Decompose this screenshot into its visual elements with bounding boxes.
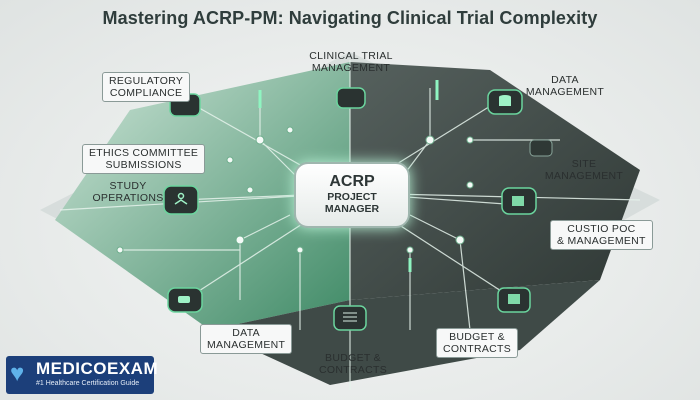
- label-line: STUDY: [109, 180, 147, 192]
- label-line: OPERATIONS: [92, 192, 164, 204]
- label-data-management-bottom: DATA MANAGEMENT: [200, 324, 293, 354]
- green-panel: [55, 62, 350, 330]
- node-custio-poc: [501, 187, 537, 215]
- label-line: MANAGEMENT: [525, 86, 605, 98]
- label-line: ETHICS COMMITTEE: [89, 147, 199, 159]
- label-site-management: SITE MANAGEMENT: [540, 158, 628, 182]
- label-study-operations: STUDY OPERATIONS: [92, 180, 164, 204]
- label-line: SITE: [571, 158, 597, 170]
- heart-icon: ♥: [10, 360, 25, 387]
- center-line2: PROJECT: [327, 191, 377, 203]
- label-custio-poc: CUSTIO POC & MANAGEMENT: [550, 220, 653, 250]
- chip-icon: [508, 294, 520, 304]
- label-line: REGULATORY: [109, 75, 184, 87]
- user-icon: [174, 192, 188, 205]
- label-line: DATA: [232, 327, 260, 339]
- node-clinical-trial: [336, 87, 366, 109]
- cube-icon: [512, 196, 524, 206]
- node-site: [529, 139, 553, 157]
- label-regulatory-compliance: REGULATORY COMPLIANCE: [102, 72, 191, 102]
- logo-brand: MEDICOEXAM: [36, 359, 159, 378]
- label-data-management-top: DATA MANAGEMENT: [520, 74, 610, 98]
- label-line: MANAGEMENT: [311, 62, 391, 74]
- label-line: & MANAGEMENT: [557, 235, 646, 247]
- database-icon: [499, 95, 511, 106]
- document-icon: [343, 312, 357, 322]
- label-line: BUDGET &: [449, 331, 505, 343]
- label-line: MANAGEMENT: [207, 339, 286, 351]
- label-line: COMPLIANCE: [109, 87, 183, 99]
- glow-pillars: [258, 80, 439, 272]
- connector-dots: [116, 126, 474, 254]
- label-line: CUSTIO POC: [567, 223, 636, 235]
- node-data-top: [487, 89, 523, 115]
- label-ethics-committee: ETHICS COMMITTEE SUBMISSIONS: [82, 144, 206, 174]
- center-line3: MANAGER: [324, 203, 380, 215]
- label-budget-contracts-bottom: BUDGET & CONTRACTS: [318, 352, 388, 376]
- node-budget-bottom: [333, 305, 367, 331]
- label-line: BUDGET &: [325, 352, 381, 364]
- label-budget-contracts-right: BUDGET & CONTRACTS: [436, 328, 519, 358]
- center-line1: ACRP: [329, 173, 375, 190]
- medicoexam-logo[interactable]: ♥ MEDICOEXAM #1 Healthcare Certification…: [6, 356, 158, 394]
- label-line: CONTRACTS: [318, 364, 388, 376]
- label-line: MANAGEMENT: [544, 170, 624, 182]
- page-title: Mastering ACRP-PM: Navigating Clinical T…: [102, 8, 598, 28]
- label-line: SUBMISSIONS: [105, 159, 182, 171]
- node-data-bottom: [167, 287, 203, 313]
- label-line: DATA: [551, 74, 579, 86]
- label-line: CLINICAL TRIAL: [309, 50, 393, 62]
- label-line: CONTRACTS: [443, 343, 512, 355]
- label-clinical-trial-management: CLINICAL TRIAL MANAGEMENT: [304, 50, 398, 74]
- logo-tagline: #1 Healthcare Certification Guide: [36, 380, 140, 387]
- center-node-acrp: ACRP PROJECT MANAGER: [294, 162, 410, 228]
- node-study-operations: [163, 185, 199, 215]
- node-budget-right: [497, 287, 531, 313]
